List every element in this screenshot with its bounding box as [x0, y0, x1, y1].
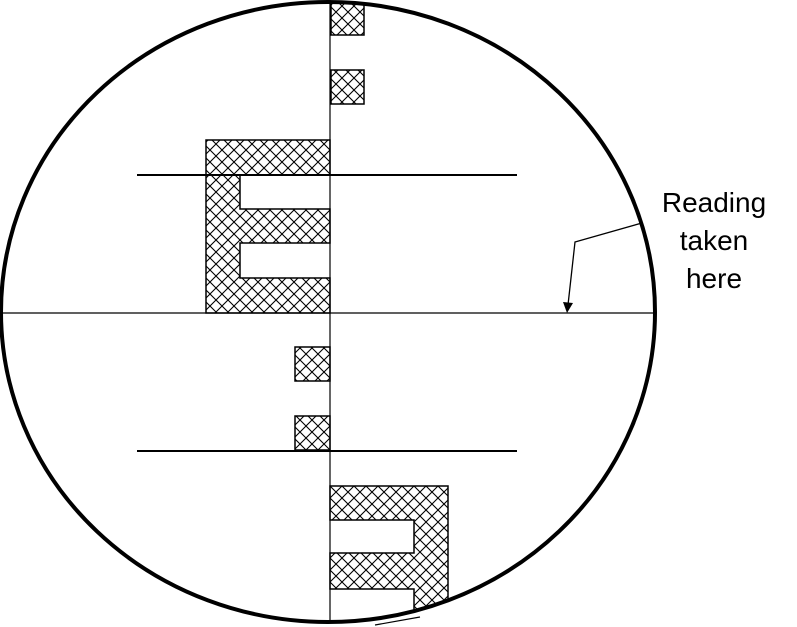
leader-line — [567, 222, 643, 306]
annotation-line-1: Reading — [661, 187, 767, 218]
reading-annotation: Reading taken here — [640, 184, 788, 298]
staff-mark-mid-1 — [294, 346, 331, 382]
staff-mark-mid-2 — [294, 415, 331, 451]
staff-mark-top-1 — [330, 2, 365, 36]
annotation-line-2: taken — [679, 225, 749, 256]
arrow-head-icon — [563, 302, 573, 313]
field-of-view-circle — [0, 0, 657, 624]
annotation-line-3: here — [685, 263, 743, 294]
edge-mark — [374, 616, 421, 626]
staff-e-upper — [205, 139, 331, 314]
staff-mark-top-2 — [330, 69, 365, 105]
